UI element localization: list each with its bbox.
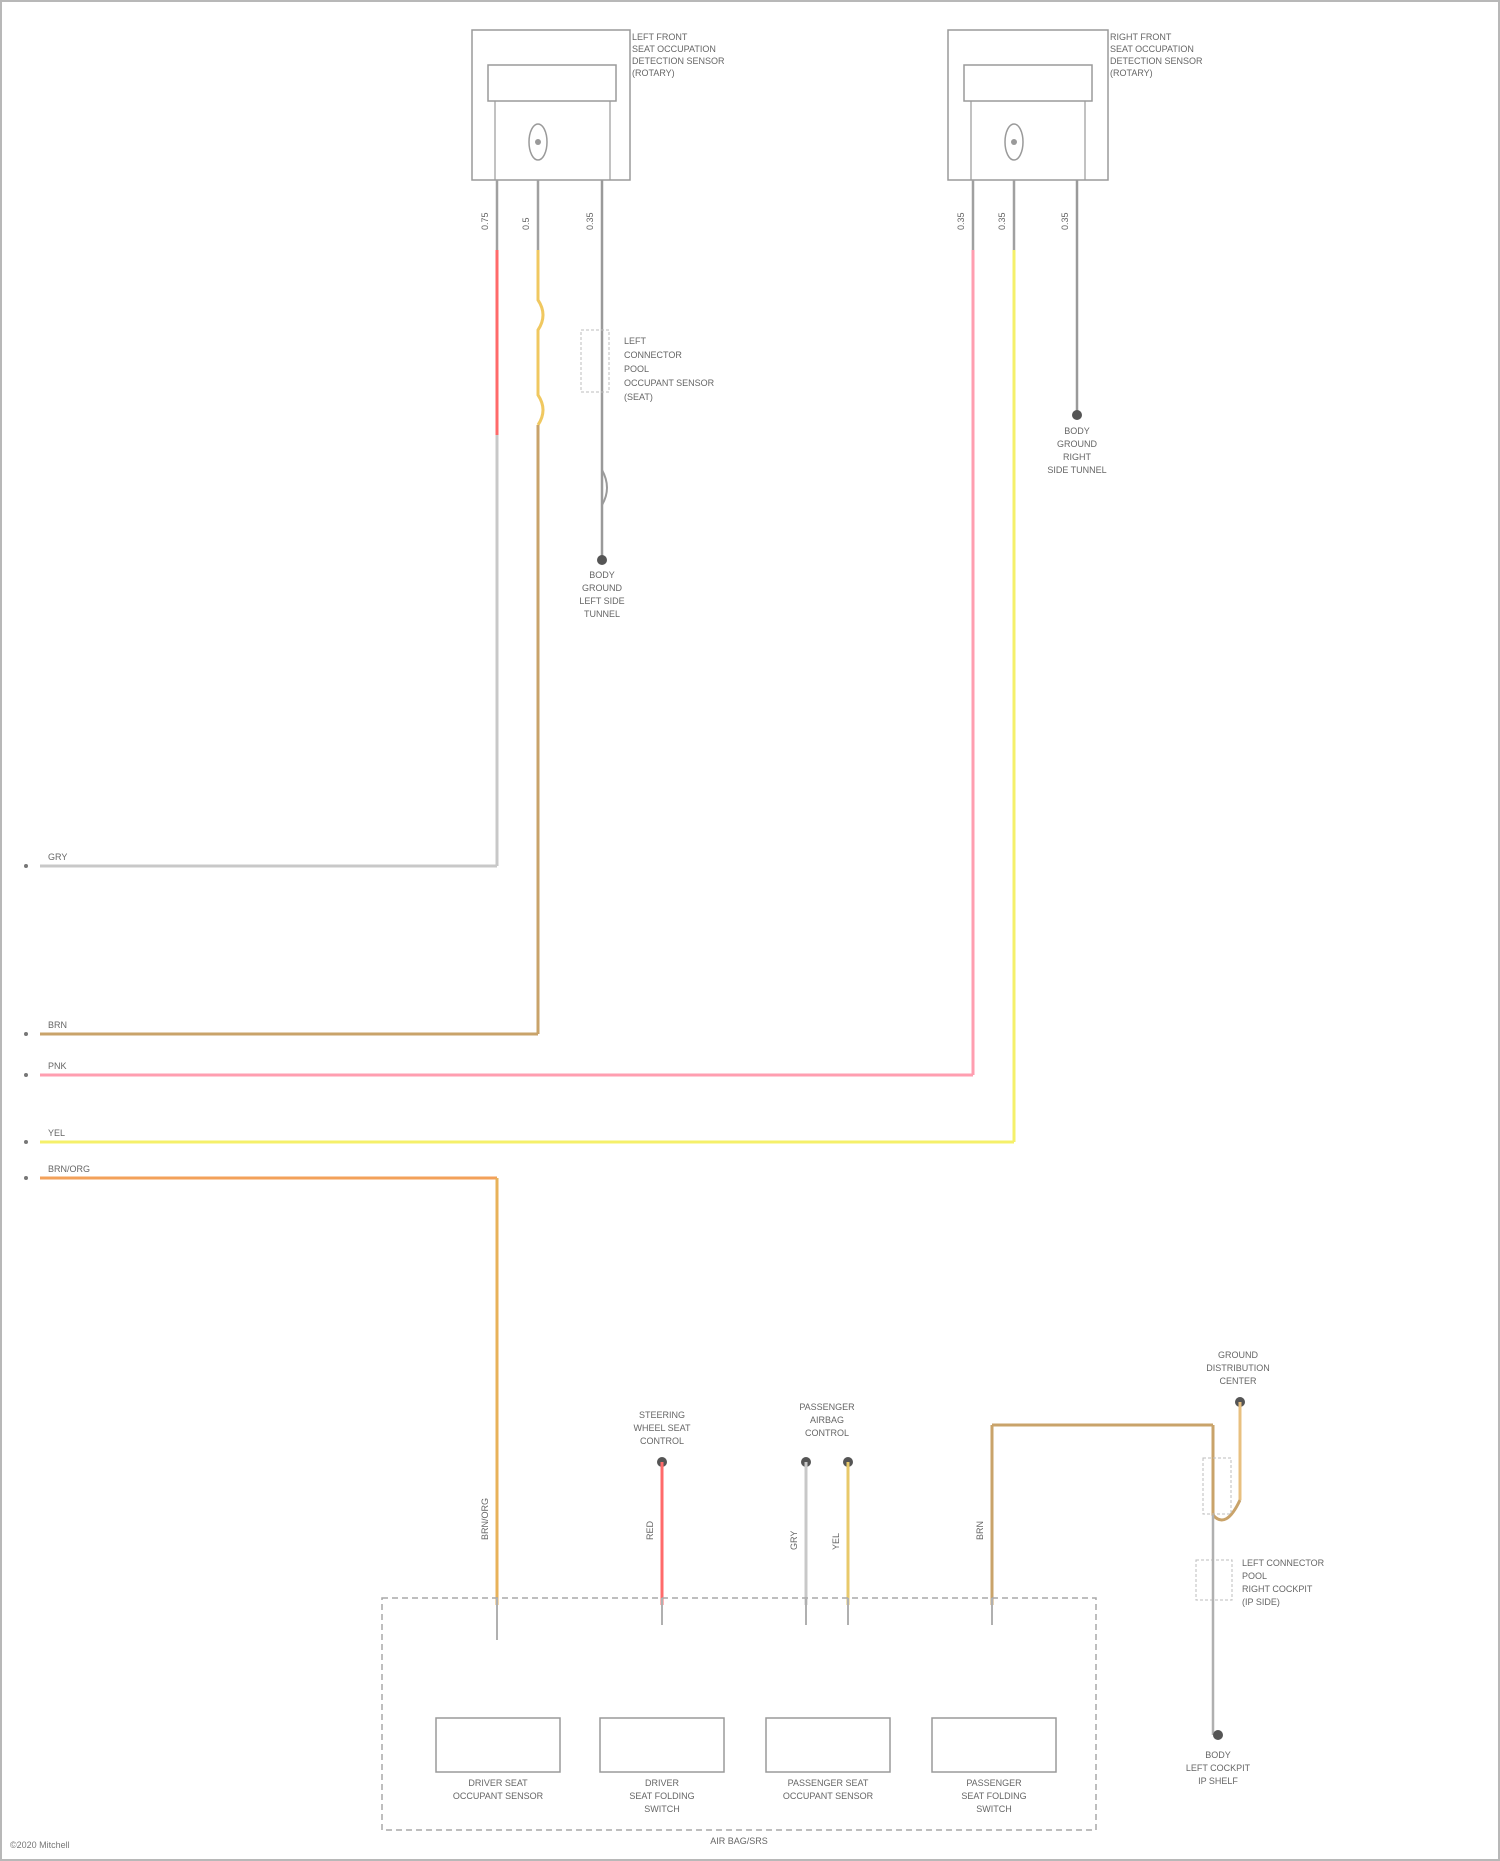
left-ground-label-line: GROUND bbox=[582, 583, 622, 593]
pin-label: YEL bbox=[831, 1533, 841, 1550]
left-ground-label-line: TUNNEL bbox=[584, 609, 620, 619]
wire-pink[interactable] bbox=[40, 180, 973, 1075]
switch-label: OCCUPANT SENSOR bbox=[453, 1791, 544, 1801]
left-connector-label: LEFT CONNECTOR POOL OCCUPANT SENSOR (SEA… bbox=[624, 336, 715, 402]
driver-belt-sensor-label: STEERING WHEEL SEAT CONTROL bbox=[633, 1410, 691, 1446]
airbag-module-label: AIR BAG/SRS bbox=[710, 1836, 768, 1846]
right-connector-label-line: (IP SIDE) bbox=[1242, 1597, 1280, 1607]
right-ground-label: BODY GROUND RIGHT SIDE TUNNEL bbox=[1047, 426, 1106, 475]
body-ground-bottom-label-line: IP SHELF bbox=[1198, 1776, 1238, 1786]
driver-belt-sensor-label-line: STEERING bbox=[639, 1410, 685, 1420]
wire-ground-right[interactable] bbox=[1072, 180, 1082, 420]
left-connector-label-line: CONNECTOR bbox=[624, 350, 682, 360]
left-sensor-label: LEFT FRONT SEAT OCCUPATION DETECTION SEN… bbox=[632, 32, 725, 78]
left-ground-label-line: LEFT SIDE bbox=[579, 596, 624, 606]
left-sensor-label-line: LEFT FRONT bbox=[632, 32, 688, 42]
pin-label: BRN/ORG bbox=[480, 1498, 490, 1540]
airbag-switch-labels: DRIVER SEAT OCCUPANT SENSOR DRIVER SEAT … bbox=[453, 1778, 1027, 1846]
driver-seat-folding-switch[interactable] bbox=[600, 1718, 724, 1772]
right-ground-label-line: SIDE TUNNEL bbox=[1047, 465, 1106, 475]
left-connector-label-line: POOL bbox=[624, 364, 649, 374]
wire-label-orange: BRN/ORG bbox=[48, 1164, 90, 1174]
passenger-belt-sensor-label-line: PASSENGER bbox=[799, 1402, 855, 1412]
pin-label: 0.35 bbox=[956, 212, 966, 230]
pin-label: GRY bbox=[789, 1531, 799, 1550]
switch-label: SEAT FOLDING bbox=[961, 1791, 1026, 1801]
switch-label: SWITCH bbox=[976, 1804, 1012, 1814]
left-connector-label-line: LEFT bbox=[624, 336, 647, 346]
pin-label: 0.35 bbox=[997, 212, 1007, 230]
ground-distribution-label: GROUND DISTRIBUTION CENTER bbox=[1206, 1350, 1270, 1386]
right-sensor-label-line: RIGHT FRONT bbox=[1110, 32, 1172, 42]
right-ground-label-line: GROUND bbox=[1057, 439, 1097, 449]
wire-yellow[interactable] bbox=[40, 180, 1014, 1142]
switch-label: DRIVER bbox=[645, 1778, 680, 1788]
wire-pair-bottom[interactable] bbox=[801, 1457, 853, 1605]
right-ground-label-line: BODY bbox=[1064, 426, 1090, 436]
right-front-sensor[interactable] bbox=[948, 30, 1108, 180]
ground-distribution-label-line: DISTRIBUTION bbox=[1206, 1363, 1270, 1373]
pin-label: 0.5 bbox=[521, 217, 531, 230]
left-ground-label: BODY GROUND LEFT SIDE TUNNEL bbox=[579, 570, 624, 619]
module-pins bbox=[497, 1598, 992, 1640]
right-sensor-label-line: DETECTION SENSOR bbox=[1110, 56, 1203, 66]
switch-label: SEAT FOLDING bbox=[629, 1791, 694, 1801]
pin-label: 0.75 bbox=[480, 212, 490, 230]
driver-belt-sensor-label-line: CONTROL bbox=[640, 1436, 684, 1446]
wire-brown[interactable] bbox=[40, 180, 543, 1034]
pin-label: 0.35 bbox=[585, 212, 595, 230]
passenger-seat-occupant-sensor[interactable] bbox=[766, 1718, 890, 1772]
switch-label: OCCUPANT SENSOR bbox=[783, 1791, 874, 1801]
right-ground-label-line: RIGHT bbox=[1063, 452, 1092, 462]
wire-red-bottom[interactable] bbox=[657, 1457, 667, 1605]
left-connector-label-line: OCCUPANT SENSOR bbox=[624, 378, 715, 388]
wire-label-grey: GRY bbox=[48, 852, 67, 862]
right-connector-label: LEFT CONNECTOR POOL RIGHT COCKPIT (IP SI… bbox=[1242, 1558, 1325, 1607]
left-sensor-label-line: SEAT OCCUPATION bbox=[632, 44, 716, 54]
wire-orange[interactable] bbox=[40, 1178, 497, 1605]
right-connector-label-line: RIGHT COCKPIT bbox=[1242, 1584, 1313, 1594]
wire-brown-bottom[interactable] bbox=[992, 1397, 1245, 1605]
switch-label: SWITCH bbox=[644, 1804, 680, 1814]
left-edge-connectors bbox=[24, 864, 28, 1180]
wire-label-pink: PNK bbox=[48, 1061, 67, 1071]
left-sensor-label-line: DETECTION SENSOR bbox=[632, 56, 725, 66]
body-ground-bottom-label-line: BODY bbox=[1205, 1750, 1231, 1760]
wire-labels: GRY BRN PNK YEL BRN/ORG bbox=[48, 852, 90, 1174]
passenger-belt-sensor-label-line: CONTROL bbox=[805, 1428, 849, 1438]
bottom-pin-labels: BRN/ORG RED GRY YEL BRN bbox=[480, 1498, 985, 1550]
right-connector[interactable] bbox=[1196, 1515, 1232, 1740]
switch-label: PASSENGER SEAT bbox=[788, 1778, 869, 1788]
right-sensor-label-line: (ROTARY) bbox=[1110, 68, 1153, 78]
wire-grey[interactable] bbox=[40, 180, 497, 866]
top-pin-labels: 0.75 0.5 0.35 0.35 0.35 0.35 bbox=[480, 212, 1070, 230]
body-ground-bottom-label-line: LEFT COCKPIT bbox=[1186, 1763, 1251, 1773]
ground-distribution-label-line: CENTER bbox=[1219, 1376, 1257, 1386]
wire-label-brown: BRN bbox=[48, 1020, 67, 1030]
left-sensor-label-line: (ROTARY) bbox=[632, 68, 675, 78]
left-ground-label-line: BODY bbox=[589, 570, 615, 580]
ground-distribution-label-line: GROUND bbox=[1218, 1350, 1258, 1360]
body-ground-bottom-label: BODY LEFT COCKPIT IP SHELF bbox=[1186, 1750, 1251, 1786]
switch-label: DRIVER SEAT bbox=[468, 1778, 528, 1788]
left-front-sensor[interactable] bbox=[472, 30, 630, 180]
switch-label: PASSENGER bbox=[966, 1778, 1022, 1788]
pin-label: 0.35 bbox=[1060, 212, 1070, 230]
right-sensor-label-line: SEAT OCCUPATION bbox=[1110, 44, 1194, 54]
pin-label: RED bbox=[645, 1520, 655, 1540]
footer-text: ©2020 Mitchell bbox=[10, 1840, 70, 1850]
passenger-belt-sensor-label: PASSENGER AIRBAG CONTROL bbox=[799, 1402, 855, 1438]
pin-label: BRN bbox=[975, 1521, 985, 1540]
wire-label-yellow: YEL bbox=[48, 1128, 65, 1138]
right-connector-label-line: POOL bbox=[1242, 1571, 1267, 1581]
wire-ground-left[interactable] bbox=[581, 180, 609, 565]
passenger-seat-folding-switch[interactable] bbox=[932, 1718, 1056, 1772]
right-sensor-label: RIGHT FRONT SEAT OCCUPATION DETECTION SE… bbox=[1110, 32, 1203, 78]
driver-seat-occupant-sensor[interactable] bbox=[436, 1718, 560, 1772]
driver-belt-sensor-label-line: WHEEL SEAT bbox=[633, 1423, 691, 1433]
left-connector-label-line: (SEAT) bbox=[624, 392, 653, 402]
passenger-belt-sensor-label-line: AIRBAG bbox=[810, 1415, 844, 1425]
right-connector-label-line: LEFT CONNECTOR bbox=[1242, 1558, 1325, 1568]
